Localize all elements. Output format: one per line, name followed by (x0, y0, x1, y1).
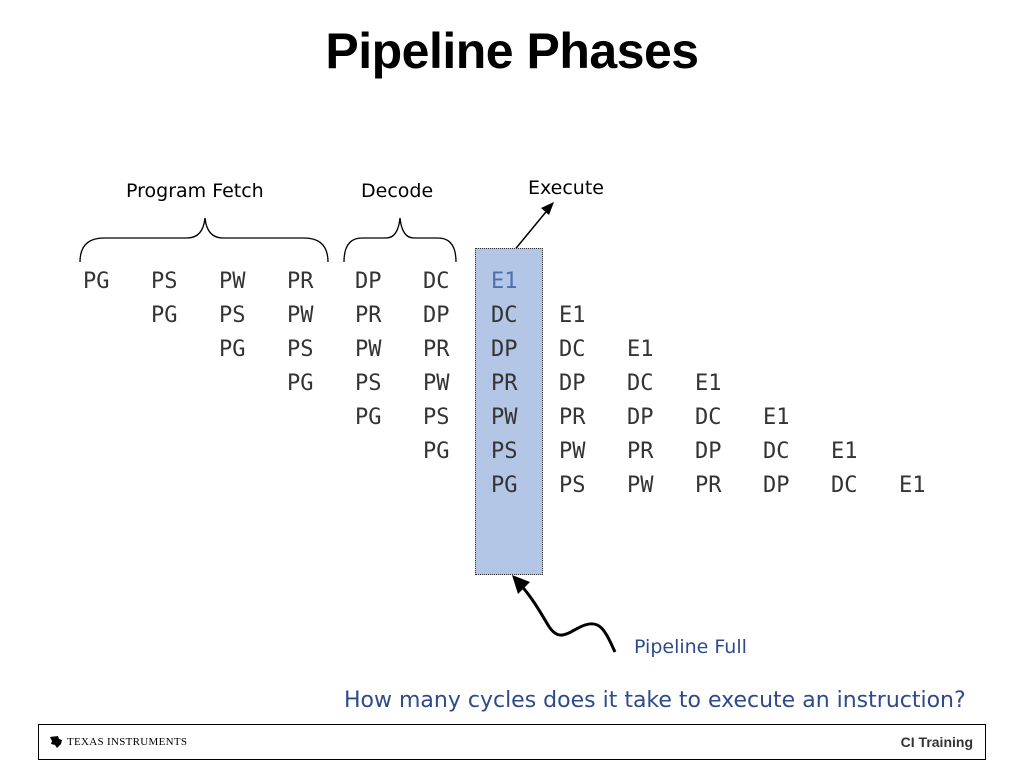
pipeline-phase-cell: PW (627, 473, 654, 498)
pipeline-phase-cell: PS (423, 405, 450, 430)
pipeline-phase-cell: E1 (695, 371, 722, 396)
pipeline-phase-cell: PR (287, 269, 314, 294)
pipeline-phase-cell: DP (695, 439, 722, 464)
ti-state-icon (50, 736, 62, 748)
pipeline-phase-cell: PR (559, 405, 586, 430)
pipeline-full-label: Pipeline Full (634, 636, 747, 658)
pipeline-phase-cell: DP (763, 473, 790, 498)
pipeline-phase-cell: E1 (559, 303, 586, 328)
pipeline-phase-cell: PG (287, 371, 314, 396)
question-text: How many cycles does it take to execute … (344, 688, 966, 713)
pipeline-phase-cell: PS (355, 371, 382, 396)
pipeline-phase-cell: PW (423, 371, 450, 396)
pipeline-phase-cell: PW (491, 405, 518, 430)
pipeline-phase-cell: PS (559, 473, 586, 498)
pipeline-phase-cell: PS (287, 337, 314, 362)
pipeline-phase-cell: DC (627, 371, 654, 396)
pipeline-phase-cell: E1 (627, 337, 654, 362)
program-fetch-brace (79, 217, 329, 263)
pipeline-phase-cell: E1 (763, 405, 790, 430)
pipeline-phase-cell: PG (491, 473, 518, 498)
program-fetch-label: Program Fetch (126, 180, 264, 202)
pipeline-phase-cell: PR (695, 473, 722, 498)
pipeline-phase-cell: PR (355, 303, 382, 328)
execute-column-highlight (475, 248, 543, 575)
execute-label: Execute (528, 177, 604, 199)
decode-brace (343, 217, 457, 263)
pipeline-phase-cell: DC (831, 473, 858, 498)
slide-title: Pipeline Phases (325, 23, 699, 79)
pipeline-phase-cell: DC (763, 439, 790, 464)
pipeline-phase-cell: PG (151, 303, 178, 328)
pipeline-phase-cell: PG (355, 405, 382, 430)
pipeline-phase-cell: PR (491, 371, 518, 396)
pipeline-phase-cell: DP (491, 337, 518, 362)
pipeline-phase-cell: DP (355, 269, 382, 294)
pipeline-phase-cell: DP (627, 405, 654, 430)
pipeline-phase-cell: PW (559, 439, 586, 464)
pipeline-phase-cell: PW (287, 303, 314, 328)
pipeline-phase-cell: PG (423, 439, 450, 464)
pipeline-phase-cell: DC (559, 337, 586, 362)
ti-company-name: TEXAS INSTRUMENTS (67, 736, 188, 748)
pipeline-phase-cell: DP (559, 371, 586, 396)
pipeline-phase-cell: PW (355, 337, 382, 362)
pipeline-phase-cell: PR (627, 439, 654, 464)
pipeline-full-arrow (517, 581, 617, 653)
pipeline-phase-cell: PG (219, 337, 246, 362)
decode-label: Decode (361, 180, 434, 202)
pipeline-phase-cell: E1 (491, 269, 518, 294)
pipeline-phase-cell: PS (151, 269, 178, 294)
footer-bar: TEXAS INSTRUMENTS CI Training (38, 724, 986, 760)
pipeline-phase-cell: E1 (899, 473, 926, 498)
pipeline-phase-cell: E1 (831, 439, 858, 464)
pipeline-phase-cell: PW (219, 269, 246, 294)
pipeline-phase-cell: PG (83, 269, 110, 294)
pipeline-phase-cell: DC (695, 405, 722, 430)
ti-logo: TEXAS INSTRUMENTS (49, 735, 187, 749)
ci-training-label: CI Training (900, 734, 973, 750)
pipeline-phase-cell: DC (423, 269, 450, 294)
pipeline-phase-cell: DC (491, 303, 518, 328)
pipeline-phase-cell: PS (491, 439, 518, 464)
pipeline-phase-cell: PR (423, 337, 450, 362)
pipeline-phase-cell: PS (219, 303, 246, 328)
pipeline-phase-cell: DP (423, 303, 450, 328)
